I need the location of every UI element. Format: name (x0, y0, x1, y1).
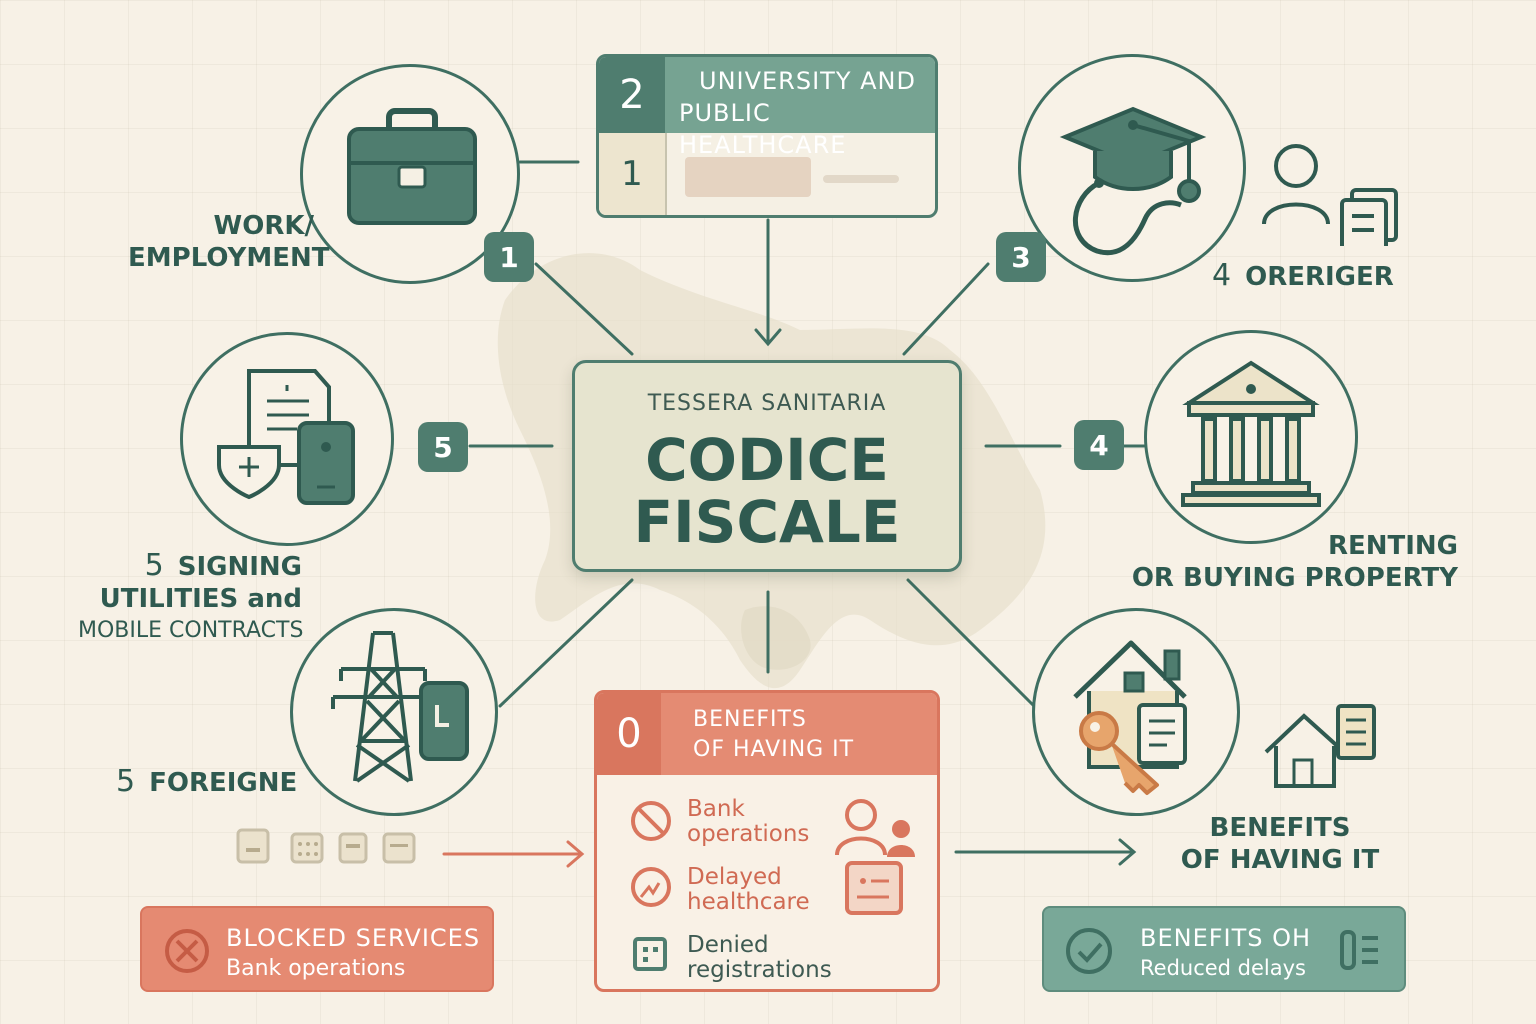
education-node (1018, 54, 1246, 282)
calendar-grid-icon (290, 832, 324, 864)
benefits-box: BENEFITS OH Reduced delays (1042, 906, 1406, 992)
card-sub-number: 1 (599, 133, 667, 215)
check-circle-icon (1066, 928, 1112, 974)
placeholder-bar (685, 157, 811, 197)
card-title: BENEFITS OF HAVING IT (661, 693, 937, 775)
benefits-subtitle: Reduced delays (1140, 956, 1307, 980)
house-document-icon (1264, 704, 1376, 788)
bank-label: RENTING OR BUYING PROPERTY (1131, 531, 1458, 593)
blocked-title: BLOCKED SERVICES (226, 924, 481, 952)
calendar-icon (382, 832, 416, 864)
card-subtitle: TESSERA SANITARIA (647, 391, 887, 416)
alert-circle-icon (631, 867, 671, 907)
utilities-node (290, 608, 498, 816)
document-phone-icon (217, 369, 355, 505)
card-title: UNIVERSITY AND PUBLIC HEALTHCARE (665, 57, 935, 159)
work-label: WORK/ EMPLOYMENT (128, 211, 330, 273)
documents-node (180, 332, 394, 546)
power-tower-icon (331, 631, 469, 783)
card-number: 2 (599, 57, 665, 133)
list-icon (1340, 930, 1378, 970)
document-icon (236, 828, 270, 864)
house-label: BENEFITS OF HAVING IT (1180, 813, 1380, 875)
bank-icon (1181, 360, 1321, 507)
bank-node (1144, 330, 1358, 544)
small-icons-row (236, 828, 416, 864)
work-badge: 1 (484, 232, 534, 282)
codice-fiscale-card: TESSERA SANITARIA CODICE FISCALE (572, 360, 962, 572)
person-document-icon (1262, 144, 1398, 246)
blocked-subtitle: Bank operations (226, 956, 406, 981)
education-badge: 3 (996, 232, 1046, 282)
briefcase-icon (347, 108, 477, 225)
graduation-cap-stethoscope-icon (1059, 106, 1207, 256)
work-node (300, 64, 520, 284)
card-number: 0 (597, 693, 661, 775)
blocked-services-box: BLOCKED SERVICES Bank operations (140, 906, 494, 992)
house-node (1032, 608, 1240, 816)
documents-badge: 5 (418, 422, 468, 472)
university-healthcare-card: 2 UNIVERSITY AND PUBLIC HEALTHCARE 1 (596, 54, 938, 218)
placeholder-line (823, 175, 899, 183)
prohibited-icon (631, 801, 671, 841)
person-contact-icon (835, 799, 915, 915)
benefits-title: BENEFITS OH (1140, 924, 1312, 952)
card-title: CODICE FISCALE (633, 426, 901, 556)
form-icon (633, 937, 667, 971)
bank-badge: 4 (1074, 420, 1124, 470)
house-key-icon (1073, 640, 1187, 795)
x-circle-icon (165, 929, 209, 973)
